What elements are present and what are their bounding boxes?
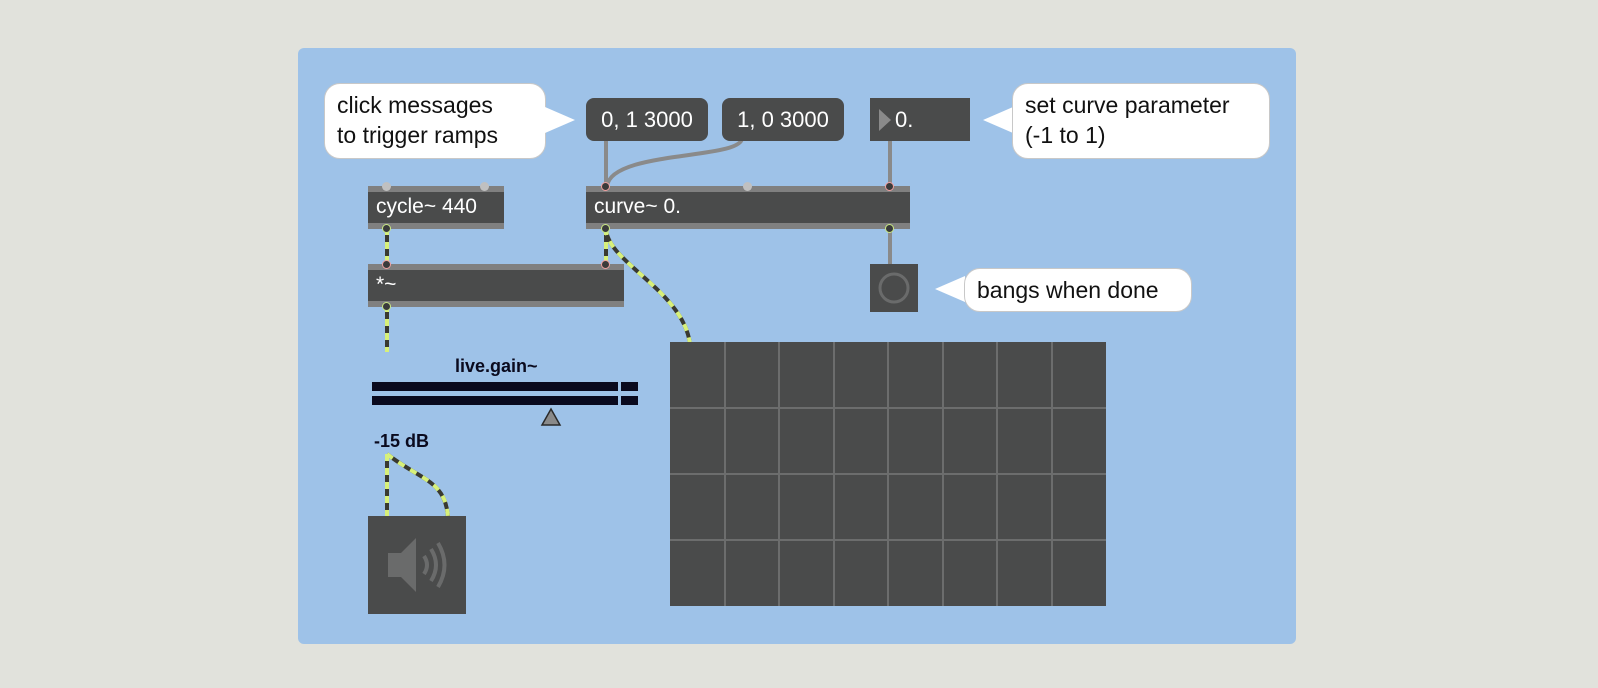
live-gain-slider[interactable] <box>370 380 640 426</box>
comment-tail <box>545 107 575 133</box>
inlet[interactable] <box>601 182 610 191</box>
bang-button[interactable] <box>870 264 918 312</box>
inlet[interactable] <box>743 182 752 191</box>
inlet[interactable] <box>382 182 391 191</box>
number-box-curve-parameter[interactable]: 0. <box>870 98 970 141</box>
inlet[interactable] <box>601 260 610 269</box>
message-box-ramp-up[interactable]: 0, 1 3000 <box>586 98 708 141</box>
outlet[interactable] <box>382 224 391 233</box>
inlet[interactable] <box>382 260 391 269</box>
number-triangle-icon <box>879 109 891 131</box>
outlet[interactable] <box>885 224 894 233</box>
comment-bangs-when-done: bangs when done <box>964 268 1192 312</box>
live-gain-value: -15 dB <box>374 431 430 451</box>
outlet[interactable] <box>382 302 391 311</box>
object-multiply[interactable]: *~ <box>368 264 624 307</box>
comment-click-messages: click messages to trigger ramps <box>324 83 546 159</box>
gain-slider-thumb[interactable] <box>540 407 562 427</box>
live-gain-title: live.gain~ <box>455 356 538 376</box>
comment-tail <box>983 107 1013 133</box>
meter-divider <box>618 380 621 408</box>
number-box-value: 0. <box>895 107 914 132</box>
object-curve[interactable]: curve~ 0. <box>586 186 910 229</box>
speaker-icon <box>388 538 447 592</box>
bang-circle-icon <box>878 272 910 304</box>
message-box-ramp-down[interactable]: 1, 0 3000 <box>722 98 844 141</box>
object-cycle[interactable]: cycle~ 440 <box>368 186 504 229</box>
inlet[interactable] <box>885 182 894 191</box>
meter-left-channel <box>372 382 638 391</box>
scope-display[interactable] <box>670 342 1106 606</box>
meter-right-channel <box>372 396 638 405</box>
outlet[interactable] <box>601 224 610 233</box>
ezdac-speaker-button[interactable] <box>368 516 466 614</box>
inlet[interactable] <box>480 182 489 191</box>
comment-tail <box>935 276 965 302</box>
scope-grid <box>670 342 1106 606</box>
comment-set-curve-parameter: set curve parameter (-1 to 1) <box>1012 83 1270 159</box>
